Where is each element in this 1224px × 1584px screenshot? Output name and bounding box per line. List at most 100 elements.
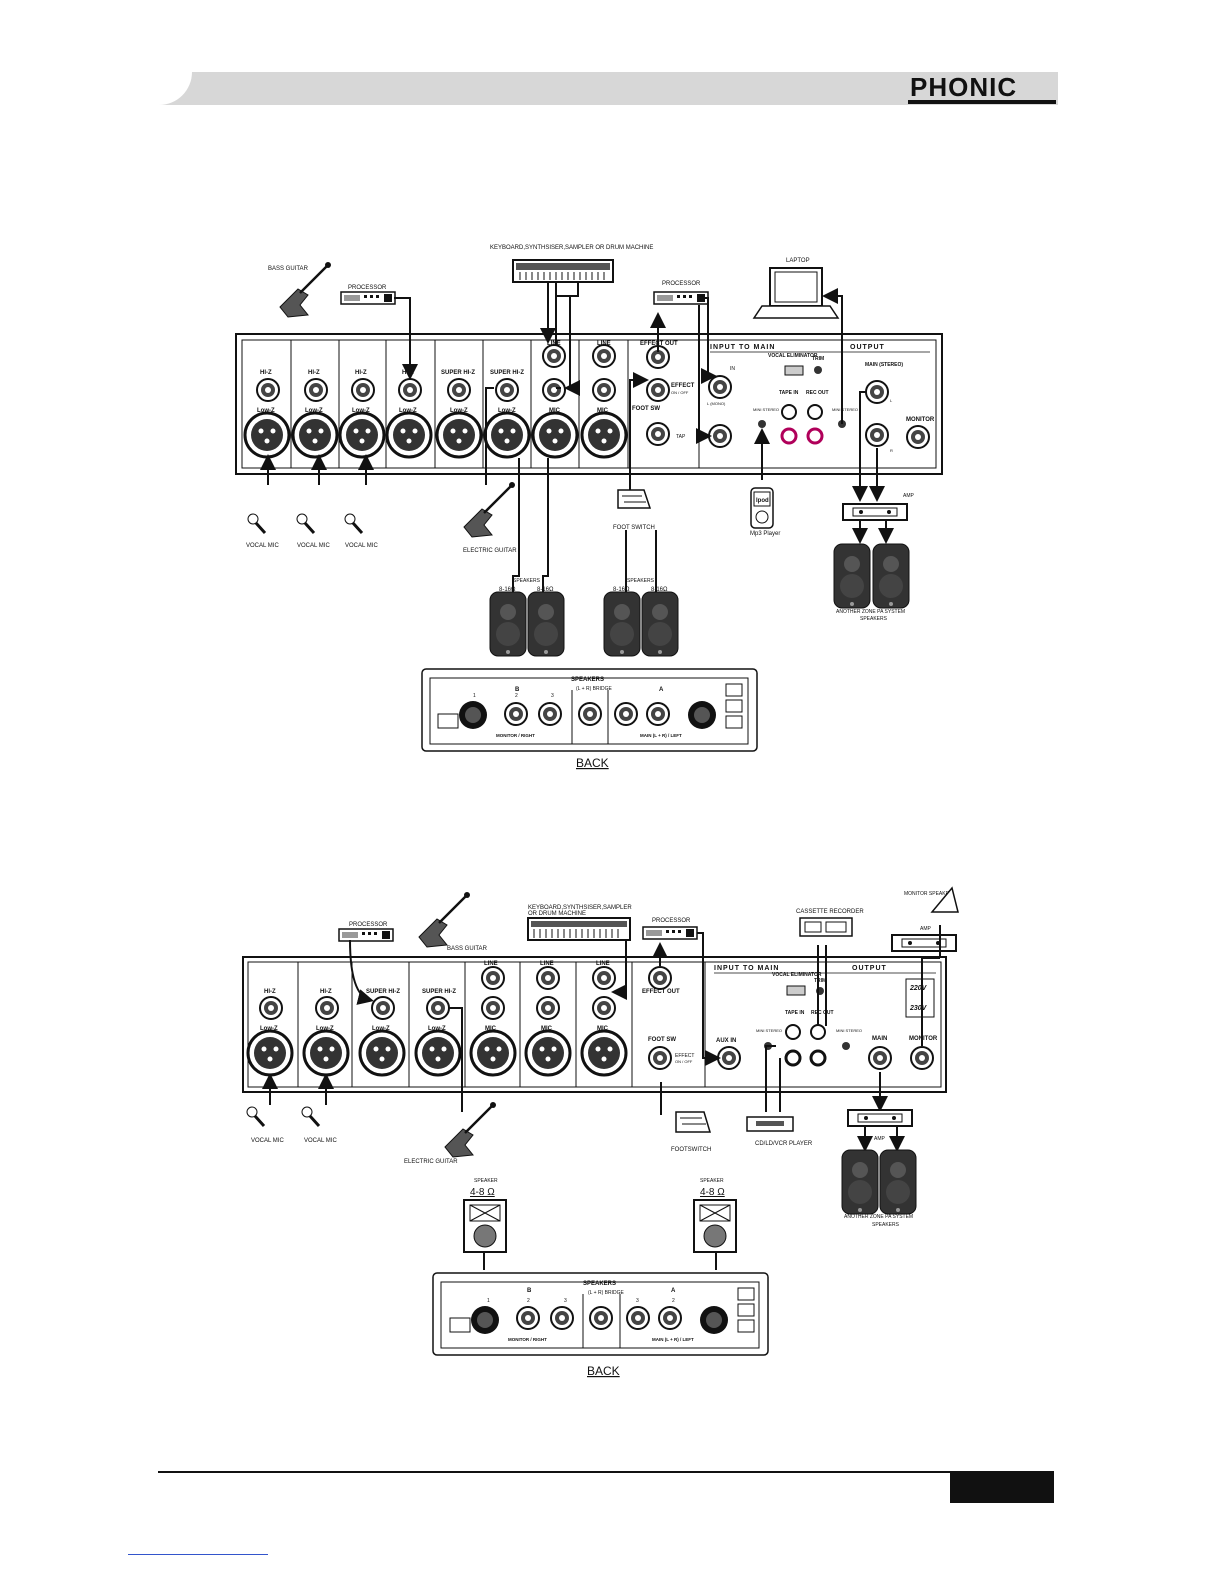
svg-text:Low-Z: Low-Z — [450, 408, 468, 414]
amp-top-icon — [891, 934, 957, 952]
label-vocal-mic-2-1: VOCAL MIC — [251, 1138, 284, 1144]
brand-underline — [908, 100, 1056, 104]
label-keyboard-2b: OR DRUM MACHINE — [528, 911, 586, 917]
svg-text:B: B — [515, 687, 520, 693]
channel-6: SUPER HI-Z Low-Z — [483, 370, 531, 459]
channel-2-1: HI-Z Low-Z — [246, 989, 294, 1077]
label-keyboard-2: KEYBOARD,SYNTHSISER,SAMPLER — [528, 905, 632, 911]
brand-logo: PHONIC — [910, 72, 1018, 102]
label-amp-2: AMP — [874, 1136, 886, 1142]
processor-3-icon — [338, 928, 394, 942]
label-ohm-4: 8-16Ω — [651, 587, 668, 593]
electric-guitar-icon — [462, 480, 517, 539]
label-speakers-1b: SPEAKERS — [627, 578, 655, 584]
svg-text:MIC: MIC — [597, 408, 609, 414]
svg-text:TRIM: TRIM — [812, 356, 824, 362]
vocal-mic-2-icon — [295, 512, 316, 535]
svg-text:HI-Z: HI-Z — [308, 370, 320, 376]
svg-text:TAP: TAP — [676, 434, 686, 440]
zone-speaker-1-icon — [833, 543, 871, 609]
svg-text:MONITOR / RIGHT: MONITOR / RIGHT — [508, 1337, 547, 1342]
svg-text:MONITOR: MONITOR — [906, 417, 935, 423]
footer-link-underline[interactable] — [128, 1554, 268, 1555]
svg-text:SUPER HI-Z: SUPER HI-Z — [366, 989, 400, 995]
label-processor-3: PROCESSOR — [349, 922, 388, 928]
svg-text:HI-Z: HI-Z — [402, 370, 414, 376]
label-laptop: LAPTOP — [786, 258, 810, 264]
label-speaker-2a: SPEAKER — [474, 1178, 498, 1184]
svg-text:Low-Z: Low-Z — [352, 408, 370, 414]
svg-text:(L + R) BRIDGE: (L + R) BRIDGE — [576, 686, 612, 692]
label-speaker-2b: SPEAKER — [700, 1178, 724, 1184]
svg-text:LINE: LINE — [540, 961, 554, 967]
svg-text:230V: 230V — [909, 1005, 928, 1012]
svg-text:SUPER HI-Z: SUPER HI-Z — [422, 989, 456, 995]
laptop-icon — [752, 267, 840, 319]
label-mp3-player: Mp3 Player — [750, 531, 780, 537]
svg-text:EFFECT OUT: EFFECT OUT — [642, 989, 680, 995]
svg-text:R: R — [890, 448, 893, 453]
back-panel-2: SPEAKERS B A 1 2 3 3 2 (L + R) BRIDGE MO… — [432, 1272, 769, 1356]
svg-text:MAIN (STEREO): MAIN (STEREO) — [865, 362, 903, 368]
label-amp-top: AMP — [920, 926, 932, 932]
bass-guitar-2-icon — [417, 890, 472, 949]
svg-text:A: A — [659, 687, 664, 693]
mp3-player-icon: Ipod — [750, 487, 774, 529]
svg-text:HI-Z: HI-Z — [260, 370, 272, 376]
keyboard-icon — [512, 259, 614, 283]
svg-text:Low-Z: Low-Z — [260, 1026, 278, 1032]
svg-text:TAPE IN: TAPE IN — [785, 1010, 805, 1016]
svg-text:MINI STEREO: MINI STEREO — [836, 1028, 862, 1033]
channel-2-5: LINE MIC — [469, 961, 517, 1077]
svg-text:REC OUT: REC OUT — [811, 1010, 834, 1016]
svg-text:A: A — [671, 1288, 676, 1294]
label-electric-guitar-2: ELECTRIC GUITAR — [404, 1159, 458, 1165]
keyboard-2-icon — [527, 917, 631, 941]
label-ohm-1: 8-16Ω — [499, 587, 516, 593]
svg-text:LINE: LINE — [597, 341, 611, 347]
svg-text:TAPE IN: TAPE IN — [779, 390, 799, 396]
svg-text:SPEAKERS: SPEAKERS — [583, 1281, 616, 1287]
svg-text:L: L — [890, 398, 893, 403]
monitor-speaker-icon — [930, 886, 959, 913]
svg-text:SUPER HI-Z: SUPER HI-Z — [441, 370, 475, 376]
svg-text:MAIN (L + R) / LEFT: MAIN (L + R) / LEFT — [640, 733, 682, 738]
label-vocal-mic-1: VOCAL MIC — [246, 543, 279, 549]
label-bass-guitar-2: BASS GUITAR — [447, 946, 488, 952]
svg-text:Low-Z: Low-Z — [498, 408, 516, 414]
channel-2-3: SUPER HI-Z Low-Z — [358, 989, 406, 1077]
zone-speaker-2-icon — [872, 543, 910, 609]
svg-text:1: 1 — [487, 1298, 490, 1304]
speaker-1d-icon — [641, 591, 679, 657]
label-cassette: CASSETTE RECORDER — [796, 909, 864, 915]
svg-text:INPUT TO MAIN: INPUT TO MAIN — [710, 344, 775, 351]
svg-text:FOOT SW: FOOT SW — [632, 406, 660, 412]
label-keyboard: KEYBOARD,SYNTHSISER,SAMPLER OR DRUM MACH… — [490, 245, 653, 251]
svg-text:3: 3 — [564, 1298, 567, 1304]
svg-text:MIC: MIC — [597, 1026, 609, 1032]
vocal-mic-3-icon — [343, 512, 364, 535]
svg-text:LINE: LINE — [596, 961, 610, 967]
label-cd-player: CD/LD/VCR PLAYER — [755, 1141, 813, 1147]
svg-text:EFFECT: EFFECT — [675, 1053, 694, 1059]
svg-text:OUTPUT: OUTPUT — [850, 344, 885, 351]
channel-2-4: SUPER HI-Z Low-Z — [414, 989, 462, 1077]
svg-text:Low-Z: Low-Z — [257, 408, 275, 414]
label-ohm-2a: 4-8 Ω — [470, 1187, 495, 1198]
back-panel-1: SPEAKERS B A 1 2 3 (L + R) BRIDGE MONITO… — [421, 668, 758, 752]
svg-text:B: B — [527, 1288, 532, 1294]
channel-1: HI-Z Low-Z — [243, 370, 291, 459]
label-zone-2: ANOTHER ZONE PA SYSTEM — [844, 1214, 913, 1220]
footswitch-2-icon — [675, 1111, 712, 1133]
svg-text:OUTPUT: OUTPUT — [852, 965, 887, 972]
label-amp-1: AMP — [903, 493, 915, 499]
processor-4-icon — [642, 926, 698, 940]
svg-text:220V: 220V — [909, 985, 928, 992]
svg-text:2: 2 — [515, 693, 518, 699]
speaker-1a-icon — [489, 591, 527, 657]
svg-text:HI-Z: HI-Z — [355, 370, 367, 376]
footer-rule — [158, 1471, 1054, 1473]
svg-text:VOCAL ELIMINATOR: VOCAL ELIMINATOR — [772, 972, 822, 978]
channel-2-7: LINE MIC — [580, 961, 628, 1077]
